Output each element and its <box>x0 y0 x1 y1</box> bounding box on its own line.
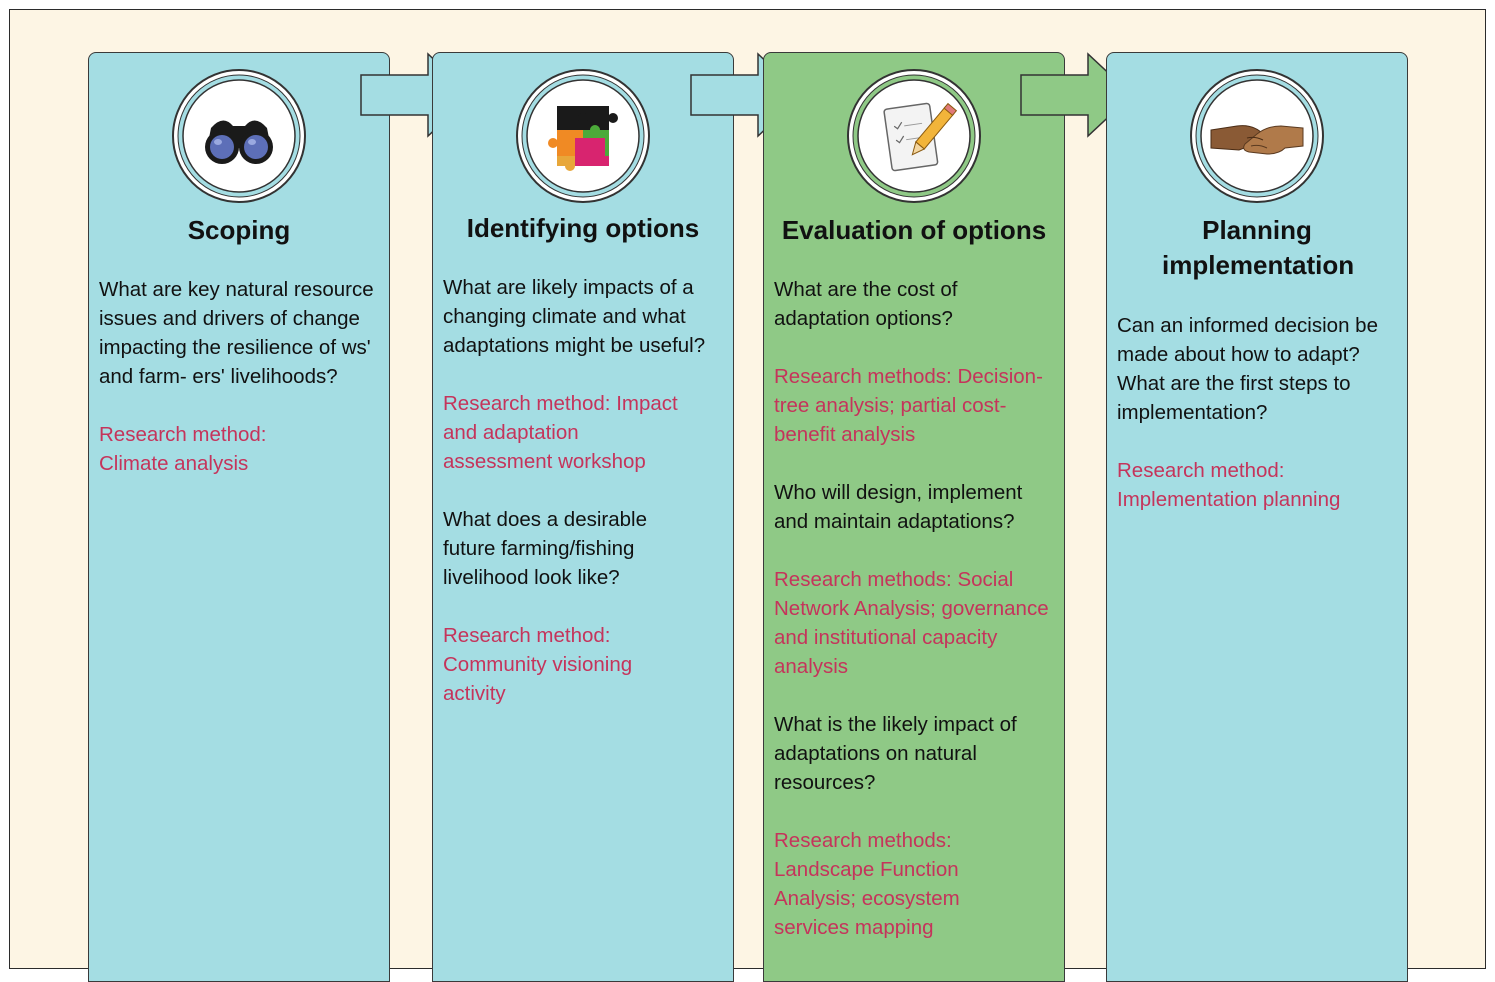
stage-identifying-options: Identifying options What are likely impa… <box>432 52 734 982</box>
research-method-text: Research methods: Landscape Function Ana… <box>774 829 960 939</box>
question-text: What are key natural resource issues and… <box>99 278 374 388</box>
stage-content: Can an informed decision be made about h… <box>1117 311 1399 543</box>
stage-title: Planning implementation <box>1162 215 1355 280</box>
stage-content: What are the cost of adaptation options?… <box>774 275 1056 971</box>
question-text: Who will design, implement and maintain … <box>774 481 1023 533</box>
stage-content: What are key natural resource issues and… <box>99 275 381 507</box>
question-text: What are likely impacts of a changing cl… <box>443 276 706 357</box>
stage-scoping: Scoping What are key natural resource is… <box>88 52 390 982</box>
stage-planning-implementation: Planning implementation Can an informed … <box>1106 52 1408 982</box>
stage-title: Evaluation of options <box>781 215 1047 245</box>
binoculars-icon <box>171 68 307 204</box>
research-method-text: Research method: Climate analysis <box>99 423 267 475</box>
stage-title: Identifying options <box>466 213 700 243</box>
question-text: What are the cost of adaptation options? <box>774 278 958 330</box>
question-text: What is the likely impact of adaptations… <box>774 713 1017 794</box>
question-text: What does a desirable future farming/fis… <box>443 508 647 589</box>
question-text: Can an informed decision be made about h… <box>1117 314 1378 424</box>
stage-content: What are likely impacts of a changing cl… <box>443 273 725 737</box>
research-method-text: Research methods: Social Network Analysi… <box>774 568 1049 678</box>
research-method-text: Research method: Community visioning act… <box>443 624 633 705</box>
checklist-pencil-icon <box>846 68 982 204</box>
handshake-icon <box>1189 68 1325 204</box>
stage-title: Scoping <box>187 215 291 245</box>
diagram-frame: Scoping What are key natural resource is… <box>9 9 1486 982</box>
research-method-text: Research method: Implementation planning <box>1117 459 1341 511</box>
research-method-text: Research methods: Decision-tree analysis… <box>774 365 1043 446</box>
stage-evaluation-of-options: Evaluation of options What are the cost … <box>763 52 1065 982</box>
research-method-text: Research method: Impact and adaptation a… <box>443 392 678 473</box>
puzzle-icon <box>515 68 651 204</box>
